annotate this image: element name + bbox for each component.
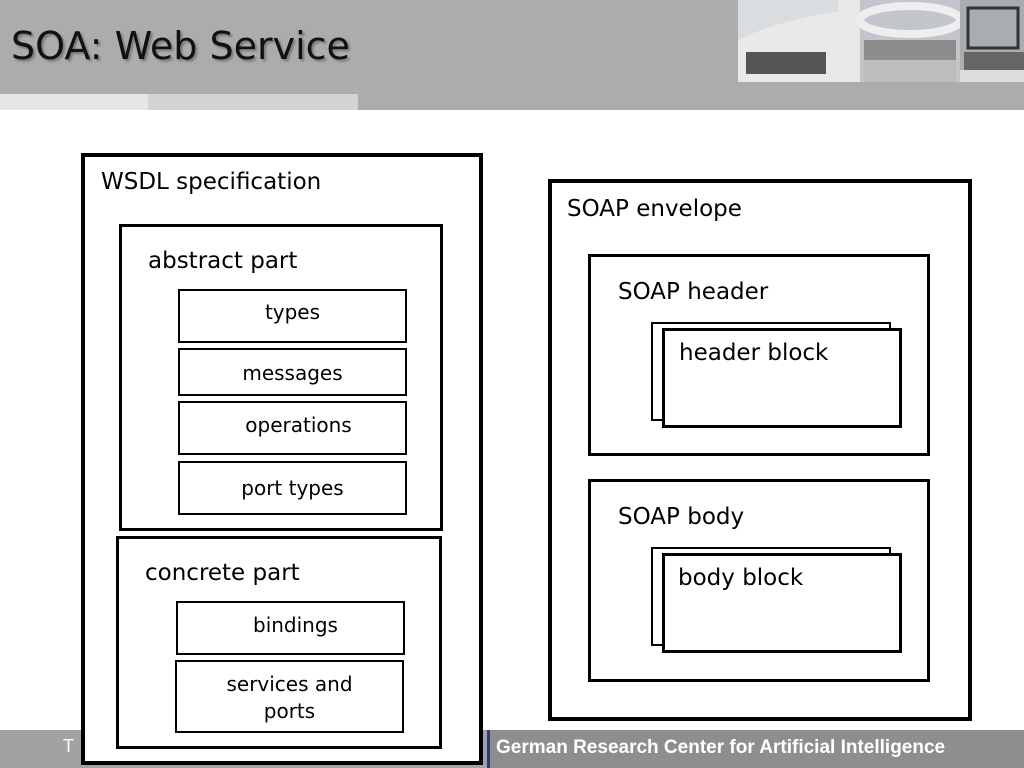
bindings-label: bindings bbox=[253, 613, 338, 637]
footer-org-name: German Research Center for Artificial In… bbox=[496, 737, 946, 758]
header-band bbox=[0, 94, 148, 110]
services-and-ports-label: services and ports bbox=[226, 672, 353, 723]
types-box: types bbox=[178, 289, 407, 343]
messages-box: messages bbox=[178, 348, 407, 396]
header-block-box bbox=[662, 328, 902, 428]
footer-left-text: T bbox=[63, 736, 74, 756]
slide-title: SOA: Web Service bbox=[11, 24, 350, 68]
port-types-label: port types bbox=[241, 476, 344, 500]
operations-box: operations bbox=[178, 401, 407, 455]
wsdl-specification-label: WSDL specification bbox=[101, 169, 322, 195]
soap-envelope-label: SOAP envelope bbox=[567, 196, 742, 222]
header-block-label: header block bbox=[679, 340, 829, 366]
services-and-ports-box: services and ports bbox=[175, 660, 404, 733]
body-block-label: body block bbox=[678, 565, 804, 591]
messages-label: messages bbox=[242, 361, 343, 385]
soap-body-label: SOAP body bbox=[618, 504, 745, 530]
operations-label: operations bbox=[245, 413, 352, 437]
concrete-part-label: concrete part bbox=[145, 560, 300, 586]
bindings-box: bindings bbox=[176, 601, 405, 655]
header-band bbox=[148, 94, 358, 110]
abstract-part-label: abstract part bbox=[148, 248, 298, 274]
types-label: types bbox=[264, 300, 321, 324]
body-block-box bbox=[662, 553, 902, 653]
footer-org-band bbox=[487, 730, 1024, 768]
port-types-box: port types bbox=[178, 461, 407, 515]
soap-header-label: SOAP header bbox=[618, 279, 769, 305]
building-photo bbox=[738, 0, 1024, 82]
